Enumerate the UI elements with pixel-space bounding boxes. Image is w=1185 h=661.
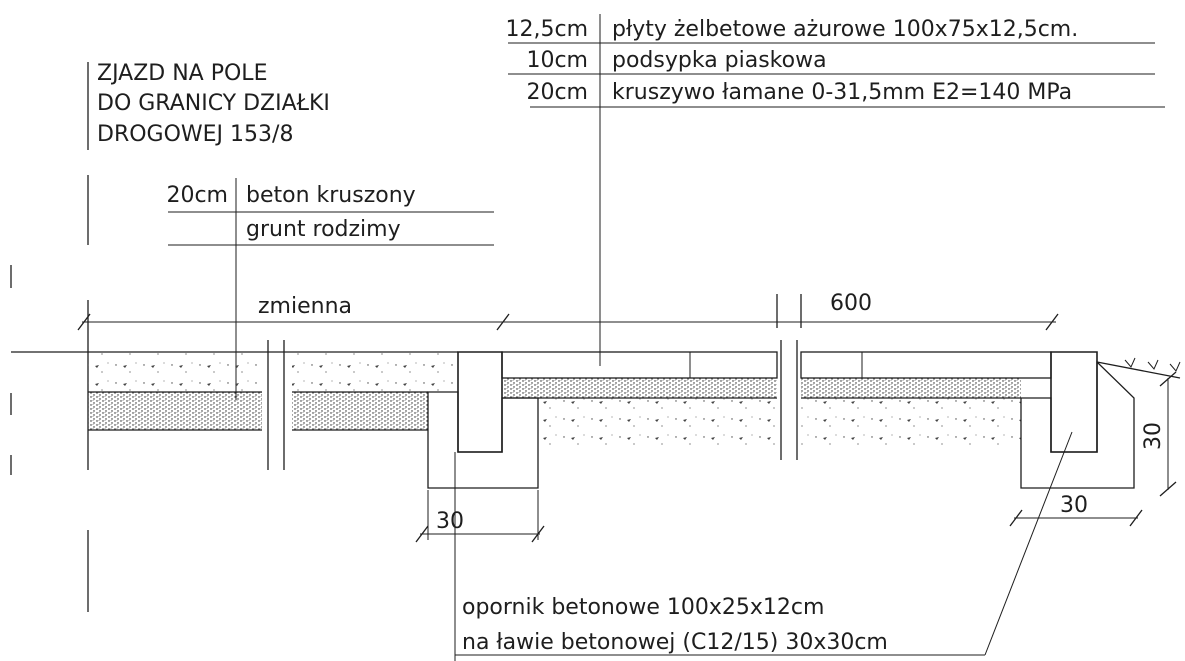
layer-thickness: 20cm (166, 183, 228, 208)
dimension-tick (1045, 313, 1059, 331)
dimension-tick (1129, 509, 1143, 527)
right-curb (1020, 351, 1181, 489)
layer-material: podsypka piaskowa (612, 48, 827, 73)
dimension-label-variable: zmienna (258, 294, 352, 319)
aggregate-fill (538, 398, 777, 448)
dimension-tick (1159, 481, 1177, 497)
dimension-label-width: 600 (830, 291, 872, 316)
top-layer-legend: 12,5cm płyty żelbetowe ażurowe 100x75x12… (505, 14, 1165, 366)
crushed-concrete-fill (292, 392, 428, 430)
dimension-tick (1009, 509, 1023, 527)
dimension-label-right-footing-height: 30 (1141, 422, 1166, 450)
dimension-label-right-footing-width: 30 (1060, 493, 1088, 518)
ground-line (1096, 361, 1181, 379)
section-title: ZJAZD NA POLE DO GRANICY DZIAŁKI DROGOWE… (97, 61, 330, 147)
layer-material: grunt rodzimy (246, 217, 401, 242)
curb-note: opornik betonowe 100x25x12cm na ławie be… (454, 431, 1073, 661)
pavement (501, 340, 1052, 460)
layer-material: kruszywo łamane 0-31,5mm E2=140 MPa (612, 80, 1072, 105)
dimension-tick (415, 525, 429, 543)
dimension-label-left-footing: 30 (436, 509, 464, 534)
dimension-tick (77, 313, 91, 331)
sand-bed-fill (801, 378, 1021, 398)
leader-line (984, 431, 1073, 656)
layer-thickness: 10cm (526, 48, 588, 73)
concrete-slab (501, 351, 778, 379)
grass-symbol (1124, 357, 1181, 372)
concrete-curb (457, 351, 503, 453)
sand-bed-fill (502, 378, 777, 398)
layer-thickness: 20cm (526, 80, 588, 105)
dimension-tick (496, 313, 510, 331)
native-soil-fill (88, 352, 262, 392)
layer-thickness: 12,5cm (505, 17, 588, 42)
left-section (88, 340, 458, 470)
title-line: DO GRANICY DZIAŁKI (97, 91, 330, 116)
curb-note-line: opornik betonowe 100x25x12cm (462, 595, 824, 620)
layer-material: płyty żelbetowe ażurowe 100x75x12,5cm. (612, 17, 1078, 42)
footing-dimensions: 30 30 30 (415, 371, 1177, 543)
title-line: ZJAZD NA POLE (97, 61, 267, 86)
crushed-concrete-fill (88, 392, 262, 430)
concrete-bench (427, 391, 539, 489)
title-line: DROGOWEJ 153/8 (97, 122, 293, 147)
concrete-curb (1050, 351, 1098, 453)
native-soil-fill (292, 352, 458, 392)
aggregate-fill (801, 398, 1021, 448)
concrete-bench (1020, 360, 1135, 489)
dimension-tick (1159, 371, 1177, 387)
left-layer-legend: 20cm beton kruszony grunt rodzimy (166, 178, 494, 400)
concrete-slab (800, 351, 1052, 379)
layer-material: beton kruszony (246, 183, 416, 208)
boundary-lines (10, 62, 89, 612)
top-dimension: zmienna 600 (77, 291, 1059, 331)
curb-note-line: na ławie betonowej (C12/15) 30x30cm (462, 630, 888, 655)
